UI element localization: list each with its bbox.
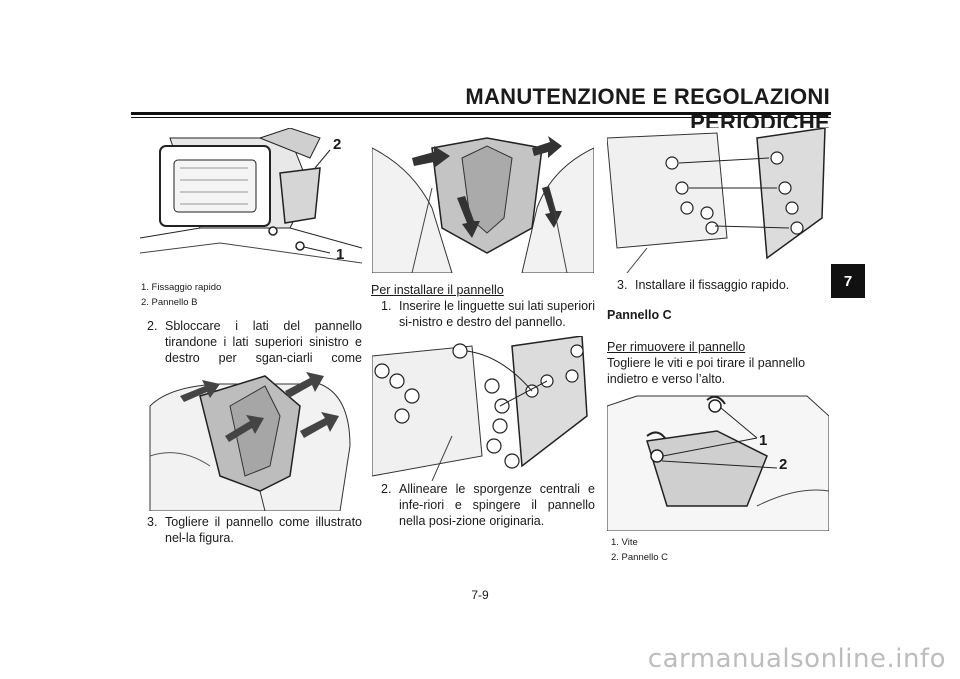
watermark-text: carmanualsonline.info	[647, 644, 946, 674]
remove-subheading: Per rimuovere il pannello	[607, 340, 746, 354]
panel-unhook-illustration	[149, 372, 351, 511]
chapter-tab: 7	[831, 264, 865, 298]
remove-paragraph: Togliere le viti e poi tirare il pannell…	[607, 356, 806, 386]
step-text: Togliere il pannello come illustrato nel…	[165, 515, 362, 545]
step-text: Inserire le linguette sui lati superiori…	[399, 299, 595, 329]
fig5-caption-1: 1. Vite	[611, 537, 638, 548]
fig1-callout-2: 2	[333, 136, 342, 153]
header-rule-thin	[131, 117, 831, 118]
figure-panel-c-screws	[607, 386, 829, 531]
figure-panel-reattach	[607, 128, 829, 273]
step-text: Installare il fissaggio rapido.	[635, 278, 790, 292]
page-number: 7-9	[471, 588, 489, 602]
panel-c-illustration	[607, 395, 829, 531]
col2-install-block: Per installare il pannello 1. Inserire le…	[371, 282, 595, 330]
step-text: Allineare le sporgenze centrali e infe-r…	[399, 482, 595, 528]
figure-panel-b-fastener	[140, 128, 362, 273]
panel-reattach-illustration	[607, 128, 826, 273]
step-number: 3.	[147, 515, 158, 529]
install-subheading: Per installare il pannello	[371, 283, 504, 297]
panel-b-illustration	[140, 128, 362, 264]
fig5-callout-2: 2	[779, 456, 788, 473]
figure-panel-tabs	[372, 336, 594, 481]
figure-panel-unhook	[140, 366, 362, 511]
fig1-caption-2: 2. Pannello B	[141, 297, 198, 308]
section-heading-pannello-c: Pannello C	[607, 308, 672, 322]
step-number: 2.	[381, 482, 392, 496]
fig5-callout-1: 1	[759, 432, 768, 449]
fig1-callout-1: 1	[336, 246, 345, 263]
figure-panel-removal	[372, 128, 594, 273]
step-number: 2.	[147, 319, 158, 333]
step-number: 3.	[617, 278, 628, 292]
col3-step-3: 3. Installare il fissaggio rapido.	[617, 277, 829, 293]
header-rule-thick	[131, 112, 831, 115]
step-number: 1.	[381, 299, 392, 313]
panel-removal-illustration	[372, 136, 594, 273]
panel-tabs-illustration	[372, 336, 588, 481]
col2-step-2: 2. Allineare le sporgenze centrali e infe…	[381, 481, 595, 529]
col1-step-3: 3. Togliere il pannello come illustrato n…	[147, 514, 362, 546]
fig5-caption-2: 2. Pannello C	[611, 552, 669, 563]
fig1-caption-1: 1. Fissaggio rapido	[141, 282, 222, 293]
